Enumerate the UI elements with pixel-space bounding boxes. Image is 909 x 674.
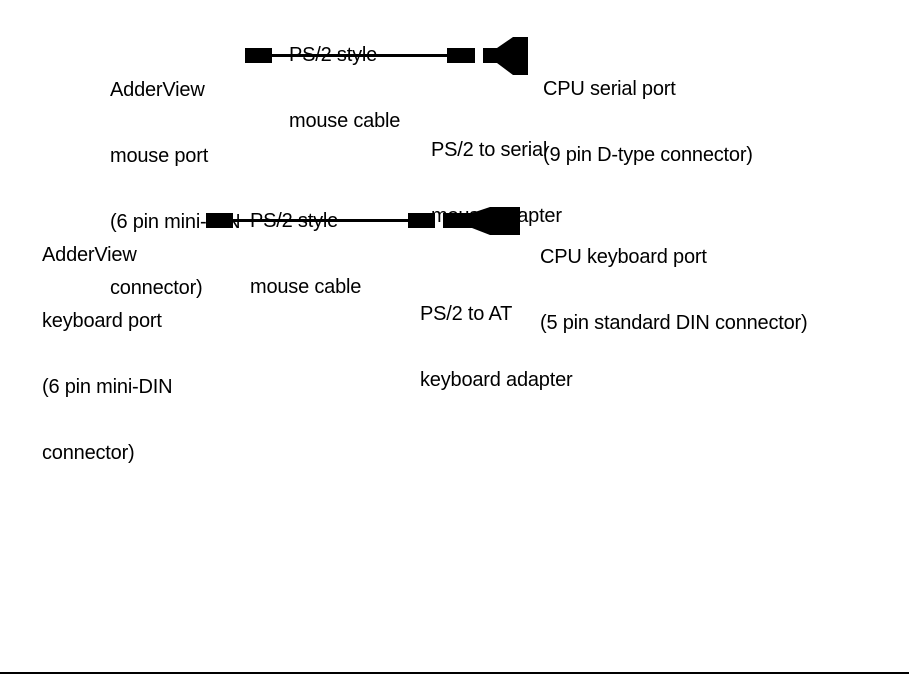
ps2-to-at-adapter bbox=[443, 207, 520, 235]
adderview-keyboard-port-label-line: connector) bbox=[42, 442, 135, 464]
page-bottom-rule bbox=[0, 672, 909, 674]
ps2-to-serial-adapter bbox=[483, 37, 528, 75]
mouse-cable-label-line: mouse cable bbox=[289, 110, 401, 132]
mouse-cable bbox=[272, 54, 447, 57]
ps2-to-at-adapter-label-line: keyboard adapter bbox=[420, 369, 573, 391]
adderview-keyboard-port-label-line: (6 pin mini-DIN bbox=[42, 376, 173, 398]
ps2-to-at-adapter-label: PS/2 to AT keyboard adapter bbox=[420, 259, 573, 413]
cpu-serial-port-label-line: CPU serial port bbox=[543, 78, 676, 100]
adderview-mouse-port-label-line: mouse port bbox=[110, 145, 209, 167]
keyboard-cable-label-line: mouse cable bbox=[250, 276, 362, 298]
cpu-keyboard-port-label: CPU keyboard port (5 pin standard DIN co… bbox=[540, 202, 808, 356]
mouse-cable-end-plug bbox=[447, 48, 475, 63]
adderview-keyboard-port-label: AdderView keyboard port (6 pin mini-DIN … bbox=[42, 200, 173, 486]
keyboard-cable bbox=[233, 219, 408, 222]
ps2-to-serial-adapter-label-line: mouse adapter bbox=[431, 205, 562, 227]
adderview-keyboard-port-label-line: keyboard port bbox=[42, 310, 162, 332]
cpu-keyboard-port-label-line: (5 pin standard DIN connector) bbox=[540, 312, 808, 334]
keyboard-cable-label: PS/2 style mouse cable bbox=[250, 166, 361, 320]
mouse-cable-label: PS/2 style mouse cable bbox=[289, 0, 400, 154]
cpu-keyboard-port-label-line: CPU keyboard port bbox=[540, 246, 707, 268]
adderview-mouse-port-label: AdderView mouse port (6 pin mini-DIN con… bbox=[110, 35, 241, 321]
cpu-serial-port-label-line: (9 pin D-type connector) bbox=[543, 144, 753, 166]
adderview-mouse-plug bbox=[245, 48, 272, 63]
mouse-connection bbox=[245, 37, 528, 75]
ps2-to-serial-adapter-label: PS/2 to serial mouse adapter bbox=[431, 95, 562, 249]
ps2-to-serial-adapter-label-line: PS/2 to serial bbox=[431, 139, 548, 161]
adderview-mouse-port-label-line: connector) bbox=[110, 277, 203, 299]
adderview-mouse-port-label-line: AdderView bbox=[110, 79, 205, 101]
keyboard-connection bbox=[206, 207, 520, 235]
adderview-mouse-port-label-line: (6 pin mini-DIN bbox=[110, 211, 241, 233]
keyboard-cable-label-line: PS/2 style bbox=[250, 210, 339, 232]
keyboard-cable-end-plug bbox=[408, 213, 435, 228]
ps2-to-at-adapter-label-line: PS/2 to AT bbox=[420, 303, 513, 325]
mouse-cable-label-line: PS/2 style bbox=[289, 44, 378, 66]
adderview-keyboard-plug bbox=[206, 213, 233, 228]
cpu-serial-port-label: CPU serial port (9 pin D-type connector) bbox=[543, 34, 753, 188]
adderview-keyboard-port-label-line: AdderView bbox=[42, 244, 137, 266]
